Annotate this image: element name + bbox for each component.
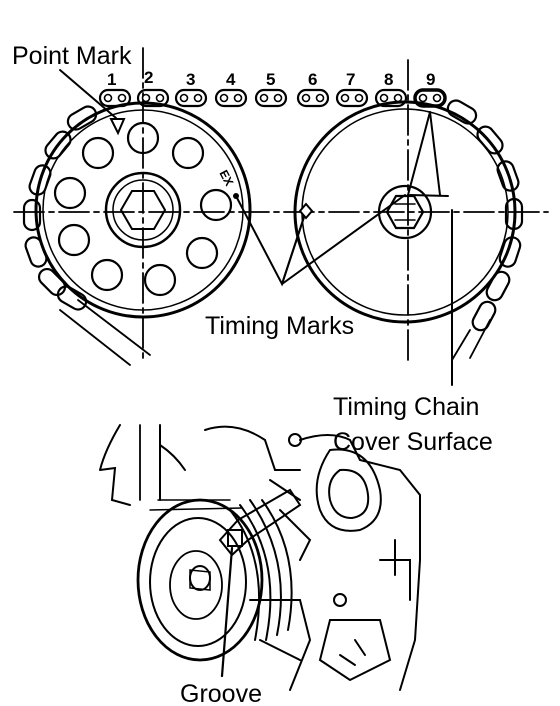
groove-leader (220, 546, 234, 678)
link-number-5: 5 (266, 70, 276, 89)
chain-cover-label-line1: Timing Chain (333, 393, 480, 421)
link-number-2: 2 (144, 68, 154, 87)
timing-mark-leaders (235, 111, 449, 287)
link-number-1: 1 (107, 70, 117, 89)
engine-front-view (99, 424, 421, 691)
left-camshaft-sprocket (34, 101, 252, 319)
sprocket-lightening-holes (53, 121, 233, 297)
link-number-6: 6 (308, 70, 318, 89)
point-mark-label: Point Mark (12, 42, 132, 70)
timing-chain (22, 88, 524, 366)
crankshaft-pulley (136, 498, 264, 662)
link-number-7: 7 (346, 70, 356, 89)
link-number-3: 3 (186, 70, 196, 89)
link-number-8: 8 (384, 70, 394, 89)
timing-marks-label: Timing Marks (205, 312, 355, 340)
point-mark-arrow (59, 69, 117, 119)
groove-label: Groove (180, 680, 262, 706)
link-number-9: 9 (426, 70, 436, 89)
link-number-4: 4 (226, 70, 236, 89)
chain-cover-label-line2: Cover Surface (333, 428, 493, 456)
